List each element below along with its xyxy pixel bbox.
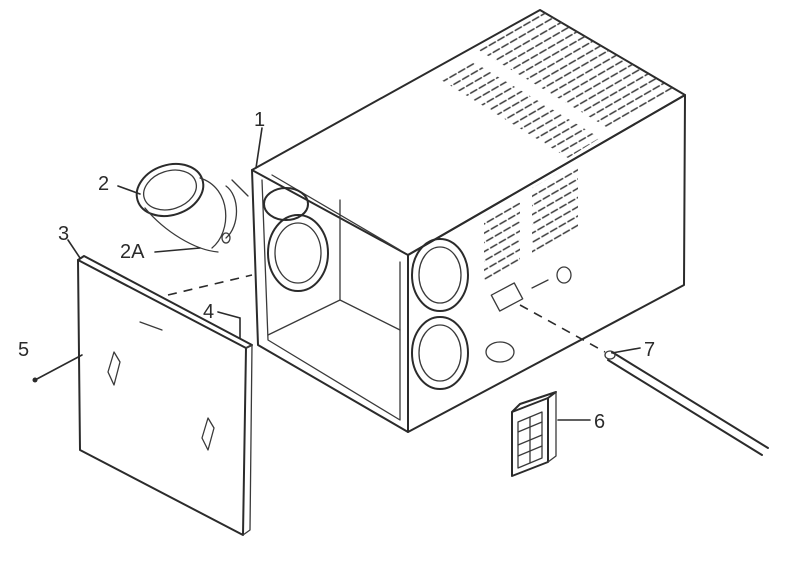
- callout-2: 2: [98, 173, 109, 195]
- assembly-line-cord: [519, 304, 606, 353]
- leader-3: [67, 239, 81, 259]
- leader-2a: [154, 247, 201, 253]
- duct-openings: [263, 187, 469, 390]
- callout-7: 7: [644, 339, 655, 361]
- panel-latch-left: [107, 351, 121, 386]
- duct-opening-side-upper: [411, 238, 469, 312]
- duct-collar: [135, 163, 227, 253]
- assembly-line-panel: [167, 274, 253, 296]
- filter: [511, 391, 557, 477]
- callout-2a: 2A: [120, 241, 145, 263]
- leader-1: [255, 127, 263, 169]
- top-vent-grille-back: [475, 12, 675, 128]
- power-cord: [604, 350, 769, 456]
- leader-7: [611, 347, 641, 354]
- leader-5: [34, 354, 83, 381]
- top-vent-grille-front: [438, 60, 600, 158]
- control-switch: [490, 282, 524, 312]
- heater-housing: [251, 9, 686, 433]
- leader-4: [217, 311, 241, 339]
- side-vent-grille-lower: [484, 196, 520, 285]
- front-panel: [77, 255, 253, 536]
- callout-6: 6: [594, 411, 605, 433]
- callout-5: 5: [18, 339, 29, 361]
- callout-1: 1: [254, 109, 265, 131]
- duct-opening-front-upper: [267, 214, 329, 292]
- mounting-clip: [221, 179, 249, 244]
- duct-opening-front-top: [263, 187, 309, 221]
- callout-3: 3: [58, 223, 69, 245]
- duct-opening-side-lower: [411, 316, 469, 390]
- callout-4: 4: [203, 301, 214, 323]
- side-vent-grille-upper: [532, 162, 578, 256]
- leader-2: [117, 185, 141, 195]
- panel-latch-right: [201, 417, 215, 451]
- nameplate: [485, 341, 515, 363]
- control-knob: [556, 266, 572, 284]
